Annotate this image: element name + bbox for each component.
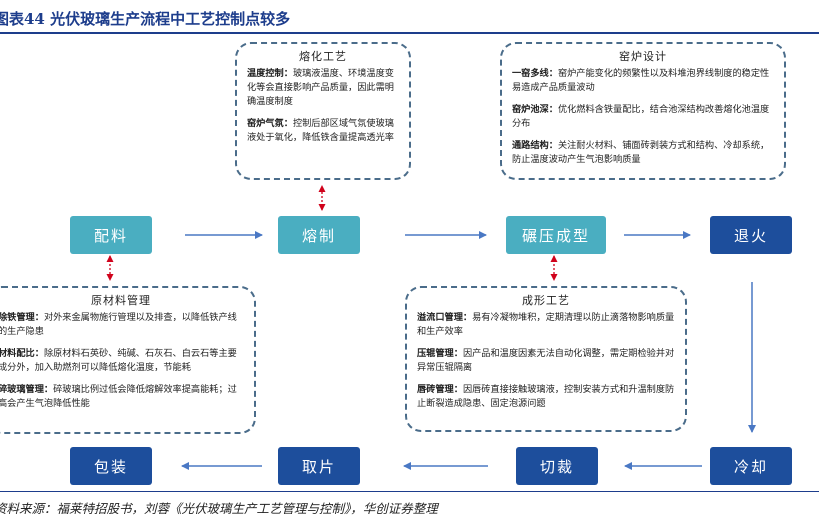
note-item: 唇砖管理：因唇砖直接接触玻璃液，控制安装方式和升温制度防止断裂造成隐患、固定泡源… [417, 384, 675, 409]
step-packing: 包装 [70, 447, 152, 485]
note-item: 温度控制：玻璃液温度、环境温度变化等会直接影响产品质量，因此需明确温度制度 [247, 68, 394, 107]
note-melting: 熔化工艺 温度控制：玻璃液温度、环境温度变化等会直接影响产品质量，因此需明确温度… [235, 42, 411, 180]
note-raw-materials: 原材料管理 除铁管理：对外来金属物施行管理以及排查，以降低铁产线的生产隐患 材料… [0, 286, 256, 434]
note-item: 除铁管理：对外来金属物施行管理以及排查，以降低铁产线的生产隐患 [0, 312, 237, 337]
note-forming: 成形工艺 溢流口管理：易有冷凝物堆积，定期清理以防止滴落物影响质量和生产效率 压… [405, 286, 687, 432]
step-cooling: 冷却 [710, 447, 792, 485]
source-note: 资料来源：福莱特招股书，刘蓉《光伏玻璃生产工艺管理与控制》，华创证券整理 [0, 501, 438, 516]
note-item: 一窑多线：窑炉产能变化的频繁性以及料堆泡界线制度的稳定性易造成产品质量波动 [512, 68, 770, 93]
note-item: 溢流口管理：易有冷凝物堆积，定期清理以防止滴落物影响质量和生产效率 [417, 312, 675, 337]
note-item: 窑炉气氛：控制后部区域气氛使玻璃液处于氧化，降低铁含量提高透光率 [247, 118, 394, 143]
step-forming: 碾压成型 [506, 216, 606, 254]
figure-title: 图表44 光伏玻璃生产流程中工艺控制点较多 [0, 10, 291, 28]
note-item: 通路结构：关注耐火材料、铺面砖剥装方式和结构、冷却系统，防止温度波动产生气泡影响… [512, 140, 770, 165]
step-melting: 熔制 [278, 216, 360, 254]
step-annealing: 退火 [710, 216, 792, 254]
step-batching: 配料 [70, 216, 152, 254]
note-melting-title: 熔化工艺 [299, 50, 347, 63]
note-item: 窑炉池深：优化燃料含铁量配比，结合池深结构改善熔化池温度分布 [512, 104, 770, 129]
note-raw-title: 原材料管理 [91, 294, 151, 307]
note-item: 材料配比：除原材料石英砂、纯碱、石灰石、白云石等主要成分外，加入助燃剂可以降低熔… [0, 348, 237, 373]
bottom-rule [0, 491, 819, 492]
note-item: 碎玻璃管理：碎玻璃比例过低会降低熔解效率提高能耗；过高会产生气泡降低性能 [0, 384, 237, 409]
step-cutting: 切裁 [516, 447, 598, 485]
note-furnace: 窑炉设计 一窑多线：窑炉产能变化的频繁性以及料堆泡界线制度的稳定性易造成产品质量… [500, 42, 786, 180]
note-item: 压辊管理：因产品和温度因素无法自动化调整，需定期检验并对异常压辊隔离 [417, 348, 675, 373]
step-picking: 取片 [278, 447, 360, 485]
note-furnace-title: 窑炉设计 [619, 50, 667, 63]
note-forming-title: 成形工艺 [522, 294, 570, 307]
title-rule [0, 32, 819, 34]
